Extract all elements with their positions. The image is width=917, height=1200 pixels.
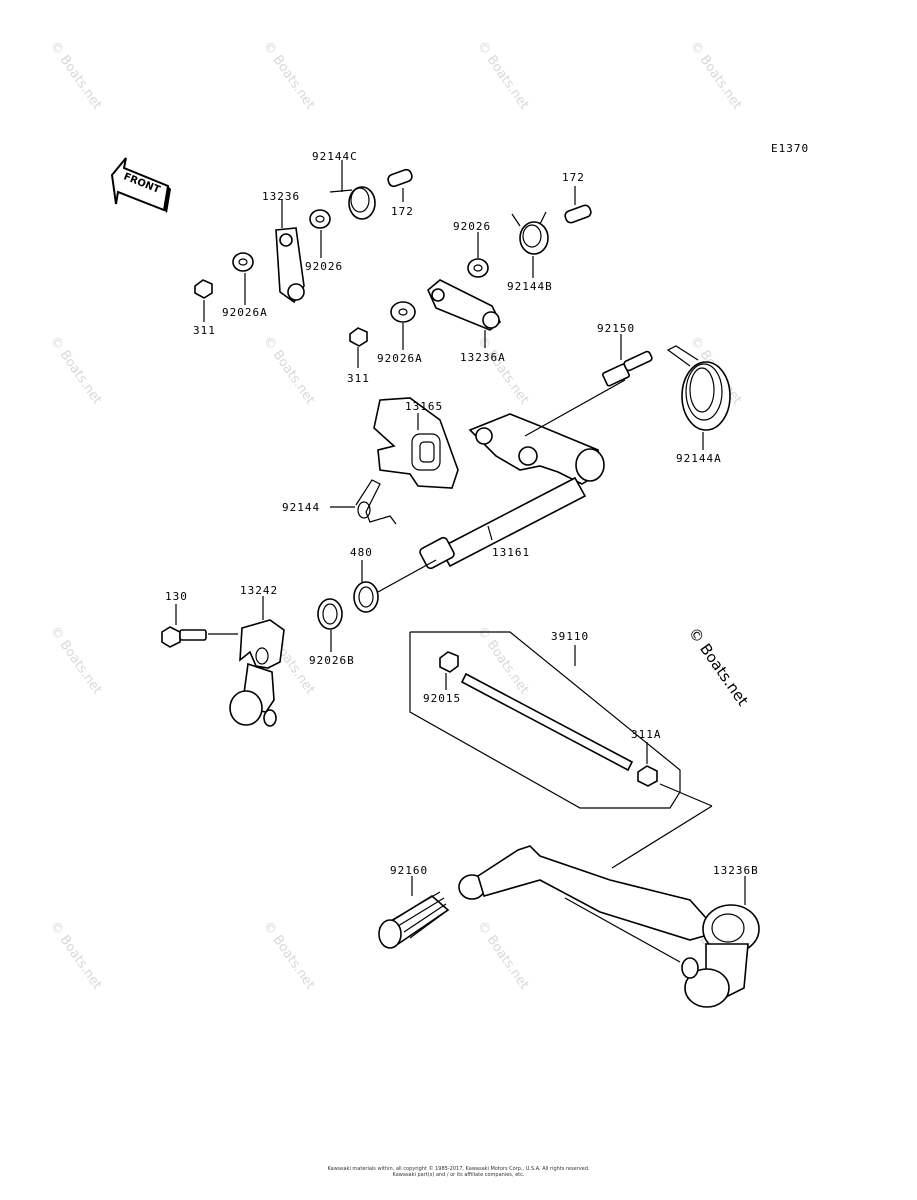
part-92026A-washer-2 (390, 301, 416, 323)
front-arrow-icon: FRONT (110, 157, 171, 213)
copyright-line: Kawasaki materials within, all copyright… (327, 1166, 590, 1172)
watermark-text: © Boats.net (47, 39, 105, 113)
part-311-nut (194, 279, 213, 299)
label-311-b: 311 (347, 372, 370, 385)
part-13236B-pedal (458, 845, 760, 1008)
part-13236A-arm (427, 279, 502, 331)
label-172-b: 172 (562, 171, 585, 184)
label-130: 130 (165, 590, 188, 603)
label-92015: 92015 (423, 692, 461, 705)
part-92144B-spring (511, 211, 549, 255)
part-39110-tie-rod-box (409, 631, 681, 809)
label-92026-b: 92026 (453, 220, 491, 233)
copyright-notice: Kawasaki materials within, all copyright… (0, 1166, 917, 1178)
label-92026A-1: 92026A (222, 306, 268, 319)
label-92150: 92150 (597, 322, 635, 335)
label-92026-a: 92026 (305, 260, 343, 273)
part-tie-rod (460, 672, 634, 772)
watermark-text: © Boats.net (47, 334, 105, 408)
watermark-text: © Boats.net (260, 39, 318, 113)
part-480-circlip (353, 581, 379, 613)
label-92160: 92160 (390, 864, 428, 877)
label-311-a: 311 (193, 324, 216, 337)
part-172-pin-right (564, 204, 592, 224)
part-92144A-spring (666, 345, 731, 431)
label-13165: 13165 (405, 400, 443, 413)
part-92144C-spring (329, 186, 376, 220)
label-311A: 311A (631, 728, 662, 741)
watermark-text: © Boats.net (474, 334, 532, 408)
part-13236-arm (275, 227, 305, 304)
watermark-text: © Boats.net (474, 39, 532, 113)
part-172-pin (387, 168, 413, 188)
part-92150-bolt (602, 350, 653, 387)
label-92026B: 92026B (309, 654, 355, 667)
part-13165-plate (373, 397, 459, 489)
part-311A-nut (637, 765, 658, 787)
part-92026B-washer (317, 598, 343, 630)
part-130-bolt (161, 626, 207, 648)
label-13242: 13242 (240, 584, 278, 597)
watermark-main: © Boats.net (685, 624, 752, 709)
part-13242-lever (229, 619, 285, 727)
part-92160-rubber (378, 891, 450, 949)
label-92144: 92144 (282, 501, 320, 514)
watermark-text: © Boats.net (474, 919, 532, 993)
part-92026-washer-2 (467, 258, 489, 278)
label-172-a: 172 (391, 205, 414, 218)
label-13236A: 13236A (460, 351, 506, 364)
part-92026A-washer (232, 252, 254, 272)
label-92144B: 92144B (507, 280, 553, 293)
part-92026-washer (309, 209, 331, 229)
copyright-line: Kawasaki part(s) and / or its affiliate … (392, 1172, 525, 1178)
label-92026A-2: 92026A (377, 352, 423, 365)
label-13161: 13161 (492, 546, 530, 559)
label-39110: 39110 (551, 630, 589, 643)
part-311-nut-2 (349, 327, 368, 347)
watermark-text: © Boats.net (260, 334, 318, 408)
watermark-text: © Boats.net (47, 919, 105, 993)
label-13236: 13236 (262, 190, 300, 203)
watermark-text: © Boats.net (260, 919, 318, 993)
label-92144C: 92144C (312, 150, 358, 163)
part-13161-shaft (419, 379, 626, 570)
label-92144A: 92144A (676, 452, 722, 465)
watermark-text: © Boats.net (47, 624, 105, 698)
part-92015-nut (439, 651, 459, 673)
watermark-text: © Boats.net (687, 39, 745, 113)
part-92144-spring (355, 479, 397, 525)
label-480: 480 (350, 546, 373, 559)
label-13236B: 13236B (713, 864, 759, 877)
diagram-code: E1370 (771, 142, 809, 155)
